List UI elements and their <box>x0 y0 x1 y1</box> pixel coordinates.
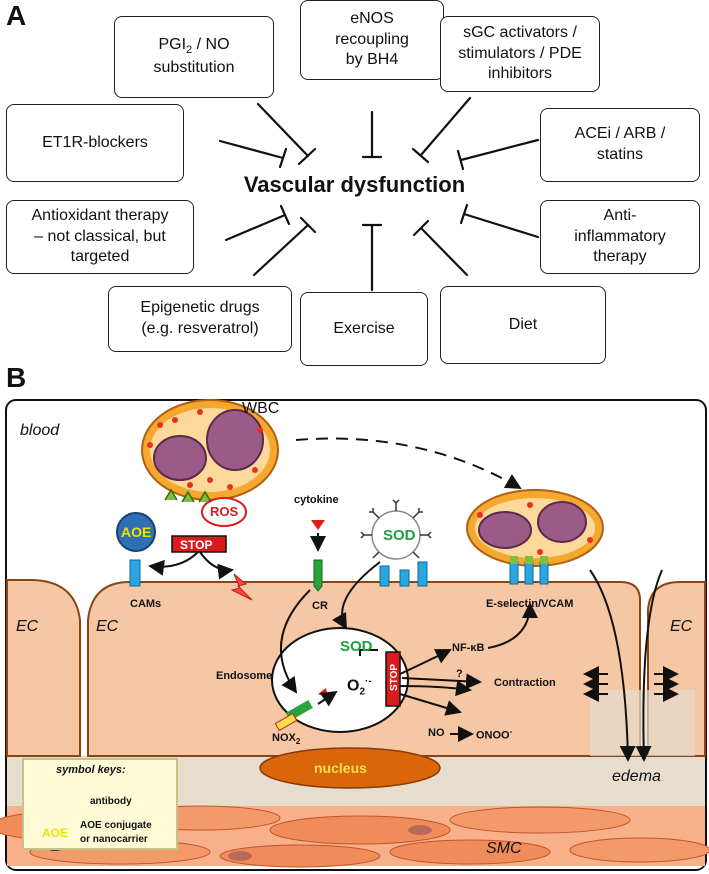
stop-bar <box>171 535 227 553</box>
endosome-label: Endosome <box>216 670 273 682</box>
onoo-sup: - <box>509 727 513 736</box>
antioxidant-therapy-box: Antioxidant therapy – not classical, but… <box>6 200 194 274</box>
wbc-cell-adhered <box>466 489 604 585</box>
ros-ellipse <box>201 497 247 527</box>
sod-label: SOD <box>383 527 416 544</box>
nfkb-label: NF-κB <box>452 642 485 654</box>
smc-label: SMC <box>486 840 522 857</box>
wbc-cell <box>141 399 279 503</box>
stop-inner-label: STOP <box>389 663 401 692</box>
ros-label: ROS <box>210 504 239 519</box>
sod-inner-label: SOD <box>340 638 373 655</box>
nucleus-shape <box>259 747 441 789</box>
sgc-box: sGC activators / stimulators / PDE inhib… <box>440 16 600 92</box>
ec-middle-label: EC <box>96 618 119 635</box>
cams-label: CAMs <box>130 598 162 610</box>
acei-arb-statins-box: ACEi / ARB / statins <box>540 108 700 182</box>
o2-sup: ·- <box>365 676 372 687</box>
ec-right-label: EC <box>670 618 693 635</box>
legend-aoe-desc-1: AOE conjugate <box>80 820 152 831</box>
diet-box: Diet <box>440 286 606 364</box>
vascular-dysfunction-title: Vascular dysfunction <box>243 172 466 197</box>
no-label: NO <box>428 727 445 739</box>
pgi2-sub: 2 <box>186 44 193 57</box>
pgi2-label: PGI2 / NO substitution <box>154 35 235 78</box>
nox2-label: NOX2 <box>272 732 300 746</box>
wbc-label: WBC <box>242 400 280 417</box>
aoe-circle <box>116 512 156 552</box>
legend-aoe-desc-2: or nanocarrier <box>80 834 148 845</box>
contraction-label: Contraction <box>494 677 556 689</box>
blood-label: blood <box>20 422 60 439</box>
superoxide-label: O2·- <box>347 676 372 698</box>
nox-text: NOX <box>272 732 296 744</box>
pgi2-main: PGI <box>158 36 187 54</box>
panel-a-letter: A <box>6 0 27 31</box>
cytokine-label: cytokine <box>294 494 339 506</box>
onoo-text: ONOO <box>476 729 510 742</box>
nox-sub: 2 <box>295 737 301 747</box>
cr-label: CR <box>312 600 328 612</box>
pgi2-no-substitution-box: PGI2 / NO substitution <box>114 16 274 98</box>
panel-b-letter: B <box>6 362 27 393</box>
et1r-blockers-box: ET1R-blockers <box>6 104 184 182</box>
anti-inflammatory-box: Anti- inflammatory therapy <box>540 200 700 274</box>
ec-left-label: EC <box>16 618 39 635</box>
eselectin-vcam-label: E-selectin/VCAM <box>486 598 574 610</box>
legend-antibody-label: antibody <box>90 796 132 807</box>
pgi2-rest: / NO substitution <box>153 36 235 76</box>
epigenetic-drugs-box: Epigenetic drugs (e.g. resveratrol) <box>108 286 292 352</box>
legend-title: symbol keys: <box>56 764 126 776</box>
o2-sub: 2 <box>359 686 366 698</box>
o2-symbol: O <box>347 677 360 695</box>
stop-label: STOP <box>180 538 213 552</box>
symbol-key-legend <box>22 758 178 850</box>
nucleus-label: nucleus <box>314 760 367 776</box>
question-mark-label: ? <box>456 668 463 680</box>
edema-label: edema <box>612 768 661 785</box>
ec-left-cell <box>6 579 81 757</box>
enos-recoupling-box: eNOS recoupling by BH4 <box>300 0 444 80</box>
legend-aoe-symbol: AOE <box>42 826 69 840</box>
onoo-label: ONOO- <box>476 727 512 742</box>
exercise-box: Exercise <box>300 292 428 366</box>
aoe-label: AOE <box>121 524 152 540</box>
